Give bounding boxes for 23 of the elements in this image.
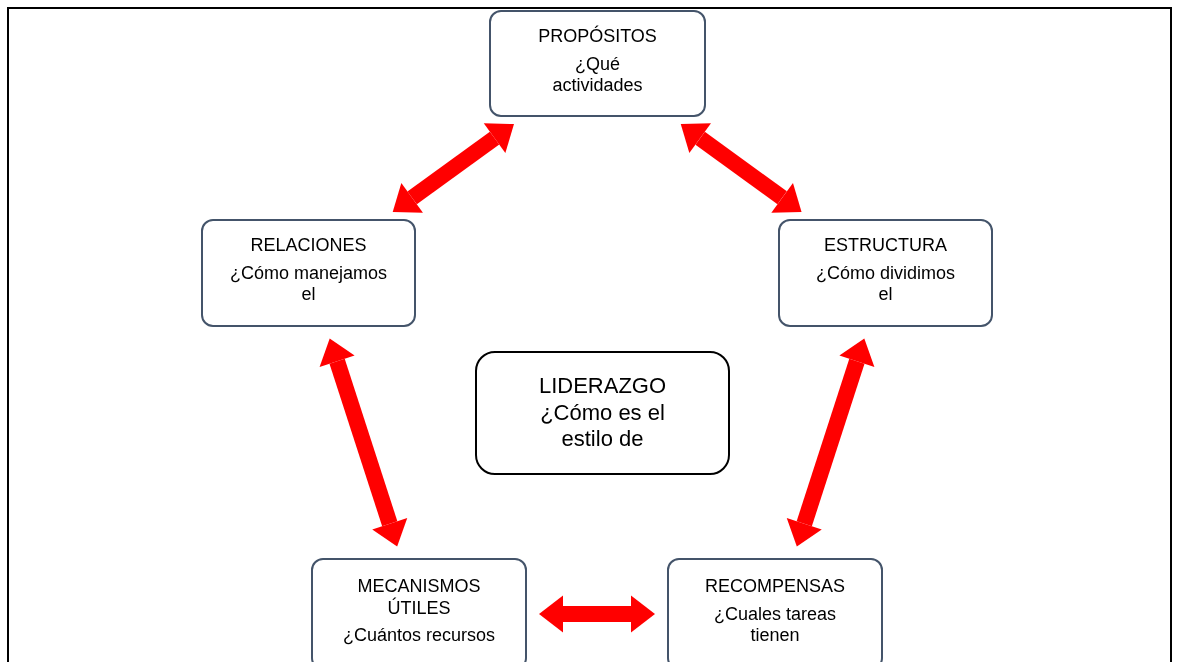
box-heading: RECOMPENSAS [705,576,845,598]
box-question: ¿Qué actividades [551,53,644,97]
box-heading: LIDERAZGO [538,373,667,400]
double-arrow [539,595,655,633]
box-heading: PROPÓSITOS [538,26,657,48]
double-arrow [319,338,408,547]
box-heading: ESTRUCTURA [824,235,947,257]
box-question: ¿Cuales tareas tienen [712,603,838,647]
box-question: ¿Cómo es el estilo de [539,399,666,453]
topic-box [778,219,993,327]
topic-box [311,558,527,662]
topic-box [201,219,416,327]
double-arrow [786,338,875,547]
topic-box [489,10,706,117]
double-arrow [680,123,802,213]
topic-box [667,558,883,662]
double-arrow [392,123,514,213]
central-box [475,351,730,475]
box-question: ¿Cómo dividimos el [814,262,956,306]
box-question: ¿Cómo manejamos el [228,262,389,306]
box-heading: MECANISMOS ÚTILES [356,576,482,620]
box-question: ¿Cuántos recursos [342,625,496,647]
box-heading: RELACIONES [250,235,367,257]
